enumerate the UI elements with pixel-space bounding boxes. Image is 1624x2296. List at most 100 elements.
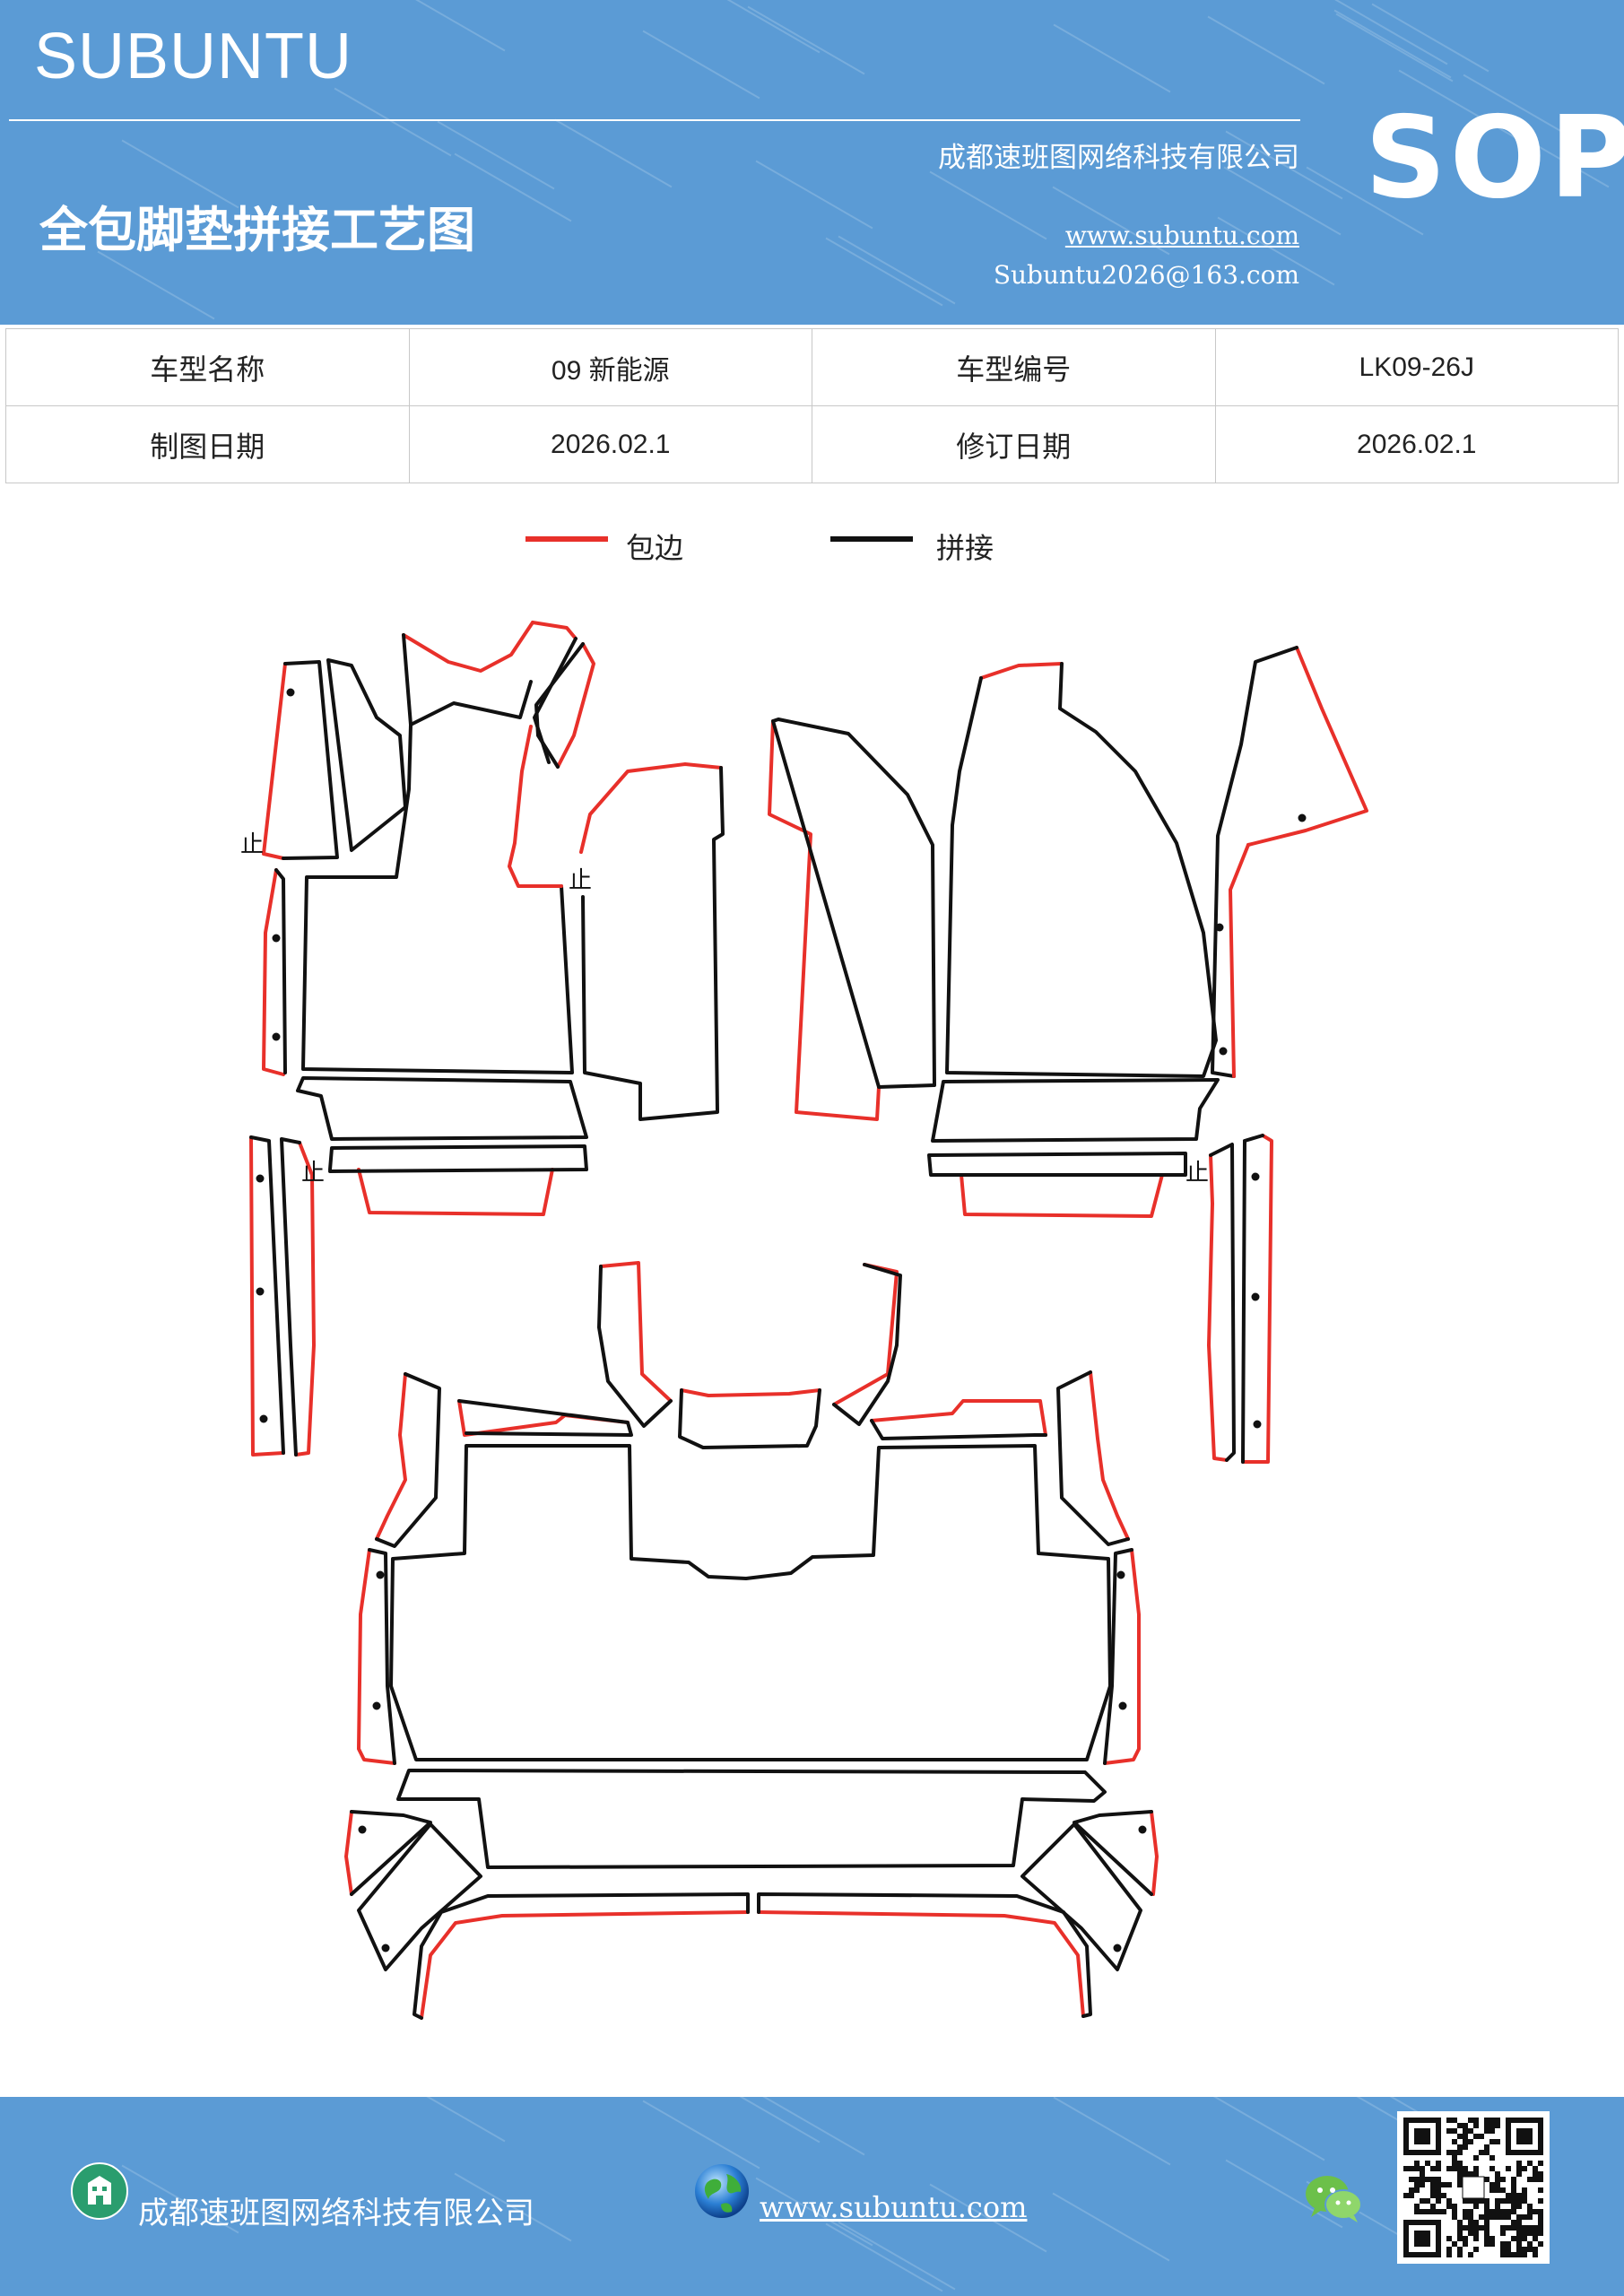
watermark-stroke	[1207, 2097, 1325, 2161]
mat-piece-driver-sill-seam	[581, 766, 725, 1121]
legend: 包边 拼接	[0, 520, 1624, 574]
mat-piece-rear-main-floor	[389, 1444, 1112, 1761]
rivet-dot	[256, 1174, 265, 1183]
model-name-label: 车型名称	[5, 328, 410, 406]
mat-piece-driver-right-flap-seam	[534, 642, 585, 769]
mat-piece-driver-top-right	[531, 621, 578, 640]
mat-piece-passenger-door-strip	[1207, 1153, 1229, 1462]
mat-piece-rear-center-top	[680, 1388, 821, 1397]
mat-piece-passenger-front-strip-seam	[927, 1152, 1187, 1177]
mat-piece-rear-left-corner-seam	[350, 1810, 482, 1971]
mat-piece-driver-right-flap	[556, 642, 595, 769]
rivet-dot	[1219, 1047, 1228, 1056]
mat-piece-rear-right-side-seam	[1103, 1548, 1133, 1765]
mat-piece-rear-left-tab	[599, 1261, 673, 1403]
rivet-dot	[272, 934, 281, 943]
rivet-dot	[1118, 1701, 1127, 1710]
splice-legend-label: 拼接	[936, 531, 994, 565]
mat-piece-rear-left-corner	[344, 1810, 353, 1896]
mat-piece-rear-left-side-seam	[368, 1548, 396, 1765]
mat-piece-passenger-door-strip-2-seam	[1241, 1134, 1264, 1464]
mat-piece-rear-right-tab-seam	[832, 1263, 902, 1426]
revise-date-value: 2026.02.1	[1214, 405, 1619, 483]
mat-piece-passenger-left-flap-seam	[771, 718, 936, 1089]
mat-piece-driver-front-strip	[357, 1168, 554, 1216]
rivet-dot	[256, 1287, 265, 1296]
mat-piece-rear-left-tunnel-seam	[457, 1399, 633, 1437]
mat-piece-driver-left-narrow	[262, 868, 285, 1076]
rivet-dot	[1116, 1570, 1125, 1579]
mat-piece-driver-door-strip-seam	[249, 1135, 285, 1455]
rivet-dot	[1215, 923, 1224, 932]
rivet-dot	[1253, 1420, 1262, 1429]
mat-piece-passenger-main-seam	[945, 662, 1218, 1078]
rivet-dot	[1138, 1825, 1147, 1834]
mat-piece-driver-door-strip	[249, 1135, 285, 1457]
website-link[interactable]: www.subuntu.com	[1064, 221, 1299, 250]
mat-piece-passenger-left-flap	[768, 719, 881, 1121]
mat-piece-passenger-right	[1246, 646, 1368, 847]
rear-pieces	[344, 1261, 1159, 2020]
brand-name: SUBUNTU	[34, 21, 353, 92]
hem-legend-swatch	[525, 536, 608, 542]
revise-date-label: 修订日期	[812, 405, 1216, 483]
mat-piece-rear-right-corner	[1150, 1810, 1159, 1896]
watermark-stroke	[747, 2097, 865, 2156]
footer-band: 成都速班图网络科技有限公司 www.subuntu.com	[0, 2097, 1624, 2296]
mat-piece-rear-right-bottom	[757, 1910, 1085, 2018]
rivet-dot	[372, 1701, 381, 1710]
mat-piece-rear-left-wing	[375, 1372, 407, 1541]
mat-piece-driver-door-strip-2	[294, 1141, 316, 1457]
building-icon	[71, 2162, 128, 2220]
header-band: SUBUNTU 成都速班图网络科技有限公司 全包脚垫拼接工艺图 www.subu…	[0, 0, 1624, 325]
mat-piece-driver-main-floor-edge	[508, 725, 563, 888]
mat-piece-driver-top-notch-seam	[402, 633, 533, 726]
rivet-dot	[1251, 1292, 1260, 1301]
stop-marks: 止 止 止 止	[240, 831, 1209, 1187]
stop-mark: 止	[240, 831, 264, 858]
stop-mark: 止	[1185, 1160, 1209, 1187]
watermark-stroke	[1053, 2097, 1171, 2166]
globe-icon	[695, 2164, 749, 2218]
mat-piece-driver-door-strip-2-seam	[280, 1137, 301, 1457]
floor-mat-diagram: 止 止 止 止	[240, 621, 1368, 2020]
driver-side-pieces	[249, 621, 725, 1457]
passenger-side-pieces	[768, 646, 1368, 1464]
mat-piece-rear-right-side	[1103, 1548, 1141, 1765]
mat-piece-rear-right-wing	[1089, 1370, 1130, 1541]
rivet-dot	[376, 1570, 385, 1579]
mat-piece-driver-left-edge	[262, 662, 287, 860]
mat-piece-driver-heel-bar	[296, 1076, 588, 1141]
table-row: 车型名称 09 新能源 车型编号 LK09-26J	[5, 328, 1619, 406]
mat-piece-rear-heel-bar	[396, 1769, 1107, 1869]
model-code-label: 车型编号	[812, 328, 1216, 406]
watermark-stroke	[387, 2097, 506, 2143]
draw-date-label: 制图日期	[5, 405, 410, 483]
mat-piece-rear-right-tunnel-seam	[870, 1419, 1047, 1440]
mat-piece-driver-top-notch	[402, 621, 534, 673]
stop-mark: 止	[301, 1160, 325, 1187]
company-name: 成都速班图网络科技有限公司	[938, 142, 1299, 174]
model-name-value: 09 新能源	[408, 328, 812, 406]
rivet-dot	[381, 1944, 390, 1952]
mat-piece-passenger-front-strip	[960, 1173, 1164, 1218]
rivet-dot	[286, 688, 295, 697]
header-divider	[9, 119, 1300, 121]
splice-legend-swatch	[830, 536, 913, 542]
mat-piece-rear-left-wing-seam	[375, 1372, 441, 1548]
wechat-icon[interactable]	[1304, 2172, 1365, 2224]
mat-piece-rear-left-side	[357, 1548, 396, 1765]
footer-website-link[interactable]: www.subuntu.com	[760, 2190, 1028, 2224]
mat-piece-passenger-door-strip-2	[1241, 1134, 1273, 1464]
contact-email: Subuntu2026@163.com	[993, 260, 1299, 290]
mat-piece-rear-left-tab-seam	[597, 1265, 673, 1428]
mat-piece-rear-right-wing-seam	[1056, 1370, 1130, 1546]
rivet-dot	[272, 1032, 281, 1041]
mat-piece-rear-right-bottom-seam	[757, 1892, 1092, 2018]
mat-piece-driver-pedal-strip	[326, 658, 407, 852]
rivet-dot	[1298, 813, 1307, 822]
rivet-dot	[259, 1414, 268, 1423]
vehicle-info-table: 车型名称 09 新能源 车型编号 LK09-26J 制图日期 2026.02.1…	[5, 328, 1619, 483]
mat-piece-driver-main-floor	[301, 723, 574, 1074]
mat-piece-rear-right-corner-seam	[1020, 1810, 1153, 1971]
